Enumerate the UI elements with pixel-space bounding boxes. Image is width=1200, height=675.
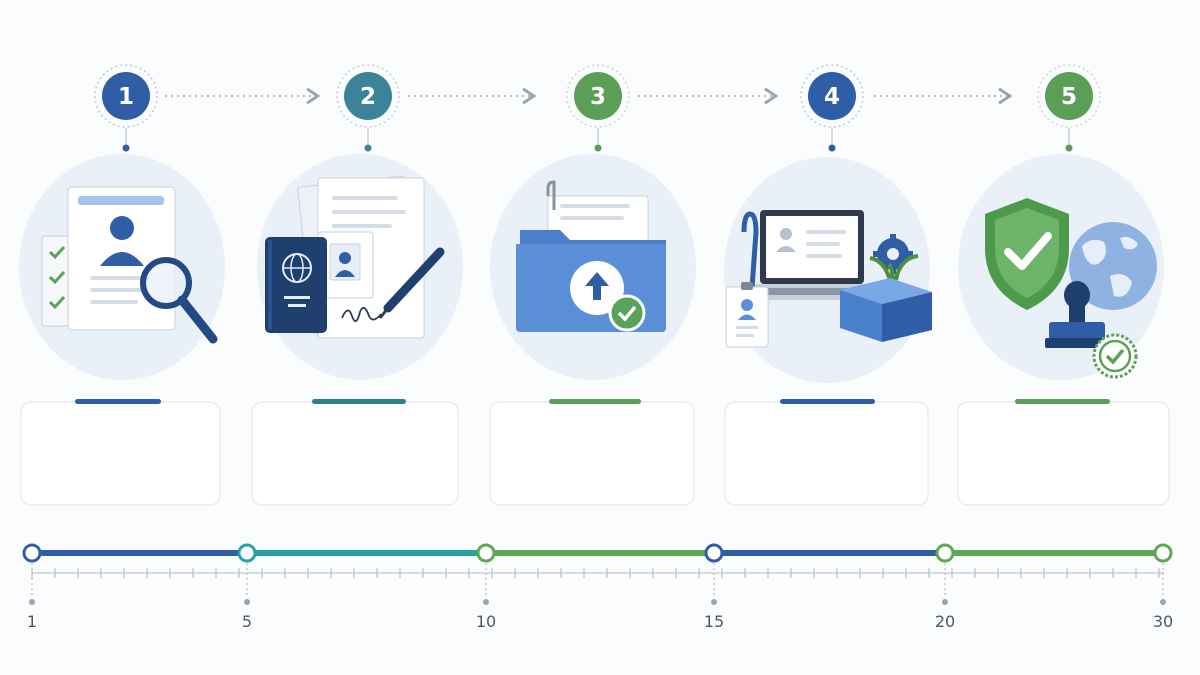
tick-label-30: 30 [1152,612,1174,631]
step-4-card [724,401,929,506]
timeline-node [704,543,724,563]
laptop-badge-setup-icon [725,210,932,348]
timeline-node [237,543,257,563]
step-3-number: 3 [590,84,606,110]
step-5-badge [1045,72,1093,120]
step-1-number: 1 [118,84,134,110]
timeline-minor-ticks [31,568,1160,578]
timeline-dot [29,599,35,605]
step-3: 3 [489,64,696,506]
step-1-card-accent [75,399,161,404]
step-4: 4 [724,64,932,506]
tick-label-15: 15 [703,612,725,631]
folder-upload-icon [516,180,666,332]
tick-label-20: 20 [934,612,956,631]
passport-signature-icon [265,175,445,339]
step-1: 1 [19,64,225,506]
step-5-card [957,401,1170,506]
step-2-card-accent [312,399,406,404]
step-4-badge [808,72,856,120]
step-1-card [20,401,221,506]
step-3-badge [574,72,622,120]
step-2: 2 [251,64,463,506]
tick-label-10: 10 [475,612,497,631]
timeline-dot [1160,599,1166,605]
timeline-node [935,543,955,563]
step-5-card-accent [1015,399,1110,404]
timeline-dot [244,599,250,605]
shield-globe-stamp-icon [985,198,1157,379]
step-5: 5 [957,64,1170,506]
step-3-card [489,401,695,506]
timeline-dot [483,599,489,605]
step-2-badge [344,72,392,120]
step-2-number: 2 [360,84,376,110]
document-search-icon [41,186,218,344]
step-5-number: 5 [1061,84,1077,110]
tick-label-1: 1 [26,612,38,631]
step-1-badge [102,72,150,120]
step-2-card [251,401,459,506]
step-4-number: 4 [824,84,840,110]
step-3-card-accent [549,399,641,404]
tick-label-5: 5 [241,612,253,631]
timeline-node [1153,543,1173,563]
timeline-node [476,543,496,563]
timeline-dot [942,599,948,605]
step-4-card-accent [780,399,875,404]
timeline-dot [711,599,717,605]
timeline-node [22,543,42,563]
timeline [22,543,1173,605]
timeline-nodes [22,543,1173,605]
